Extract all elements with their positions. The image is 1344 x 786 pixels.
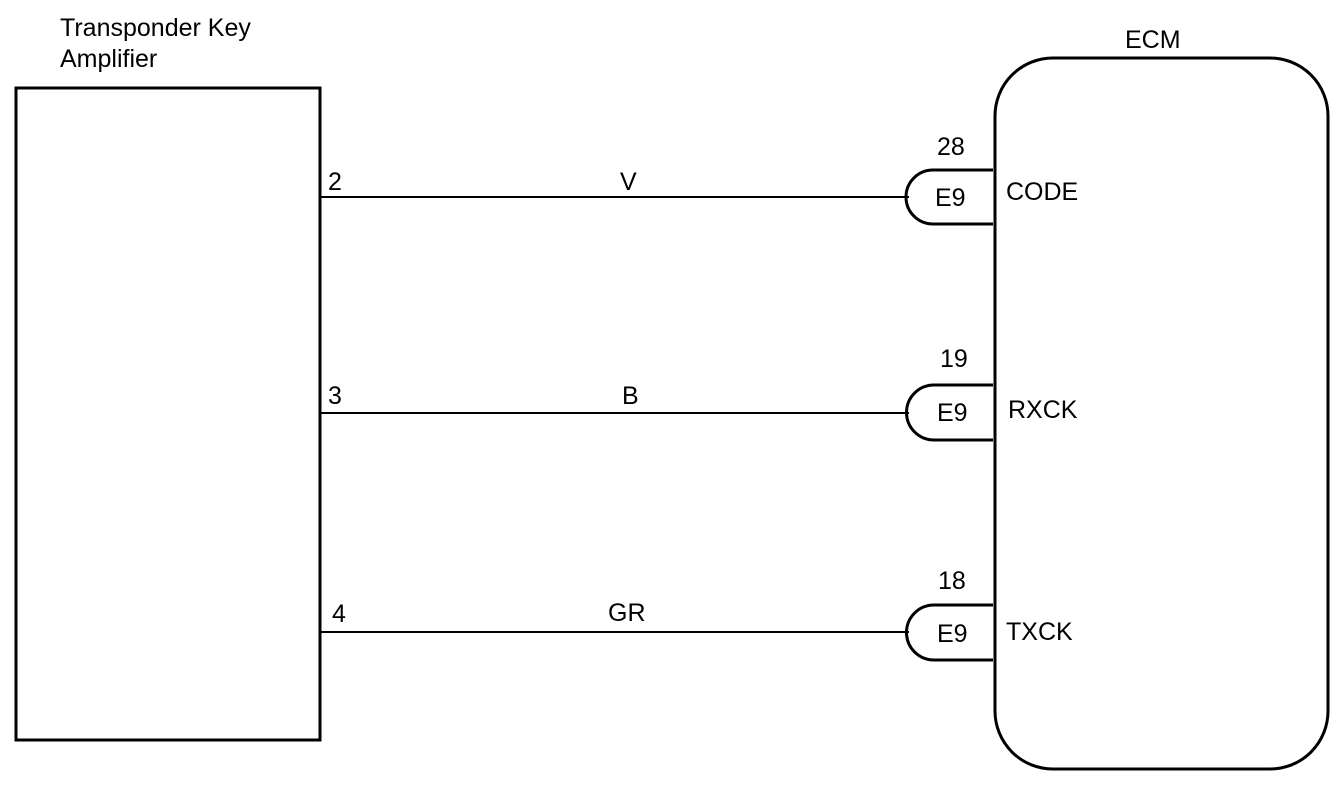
signal-label: TXCK bbox=[1006, 618, 1073, 646]
wire-color-label: B bbox=[622, 382, 639, 410]
ecm-title: ECM bbox=[1125, 26, 1181, 54]
amplifier-title-line2: Amplifier bbox=[60, 45, 157, 73]
ecm-pin-number: 18 bbox=[938, 567, 966, 595]
connector-label: E9 bbox=[935, 184, 966, 212]
amplifier-pin-label: 3 bbox=[328, 382, 342, 410]
connector-shape bbox=[905, 603, 993, 662]
ecm-pin-number: 28 bbox=[937, 133, 965, 161]
connector-label: E9 bbox=[937, 399, 968, 427]
ecm: ECM bbox=[993, 26, 1330, 771]
connection-txck: 4 GR 18 E9 TXCK bbox=[320, 567, 1073, 662]
signal-label: RXCK bbox=[1008, 396, 1078, 424]
connection-code: 2 V 28 E9 CODE bbox=[320, 133, 1078, 226]
connector-shape bbox=[905, 383, 993, 442]
amplifier-title-line1: Transponder Key bbox=[60, 14, 251, 42]
connection-rxck: 3 B 19 E9 RXCK bbox=[320, 345, 1078, 442]
amplifier-box bbox=[14, 86, 322, 742]
transponder-key-amplifier: Transponder Key Amplifier bbox=[14, 14, 322, 742]
ecm-box bbox=[993, 56, 1330, 771]
connector-label: E9 bbox=[937, 620, 968, 648]
wire-color-label: V bbox=[620, 168, 637, 196]
amplifier-pin-label: 4 bbox=[332, 600, 346, 628]
ecm-pin-number: 19 bbox=[940, 345, 968, 373]
amplifier-pin-label: 2 bbox=[328, 168, 342, 196]
signal-label: CODE bbox=[1006, 178, 1078, 206]
wire-color-label: GR bbox=[608, 599, 646, 627]
connector-shape bbox=[904, 168, 993, 226]
